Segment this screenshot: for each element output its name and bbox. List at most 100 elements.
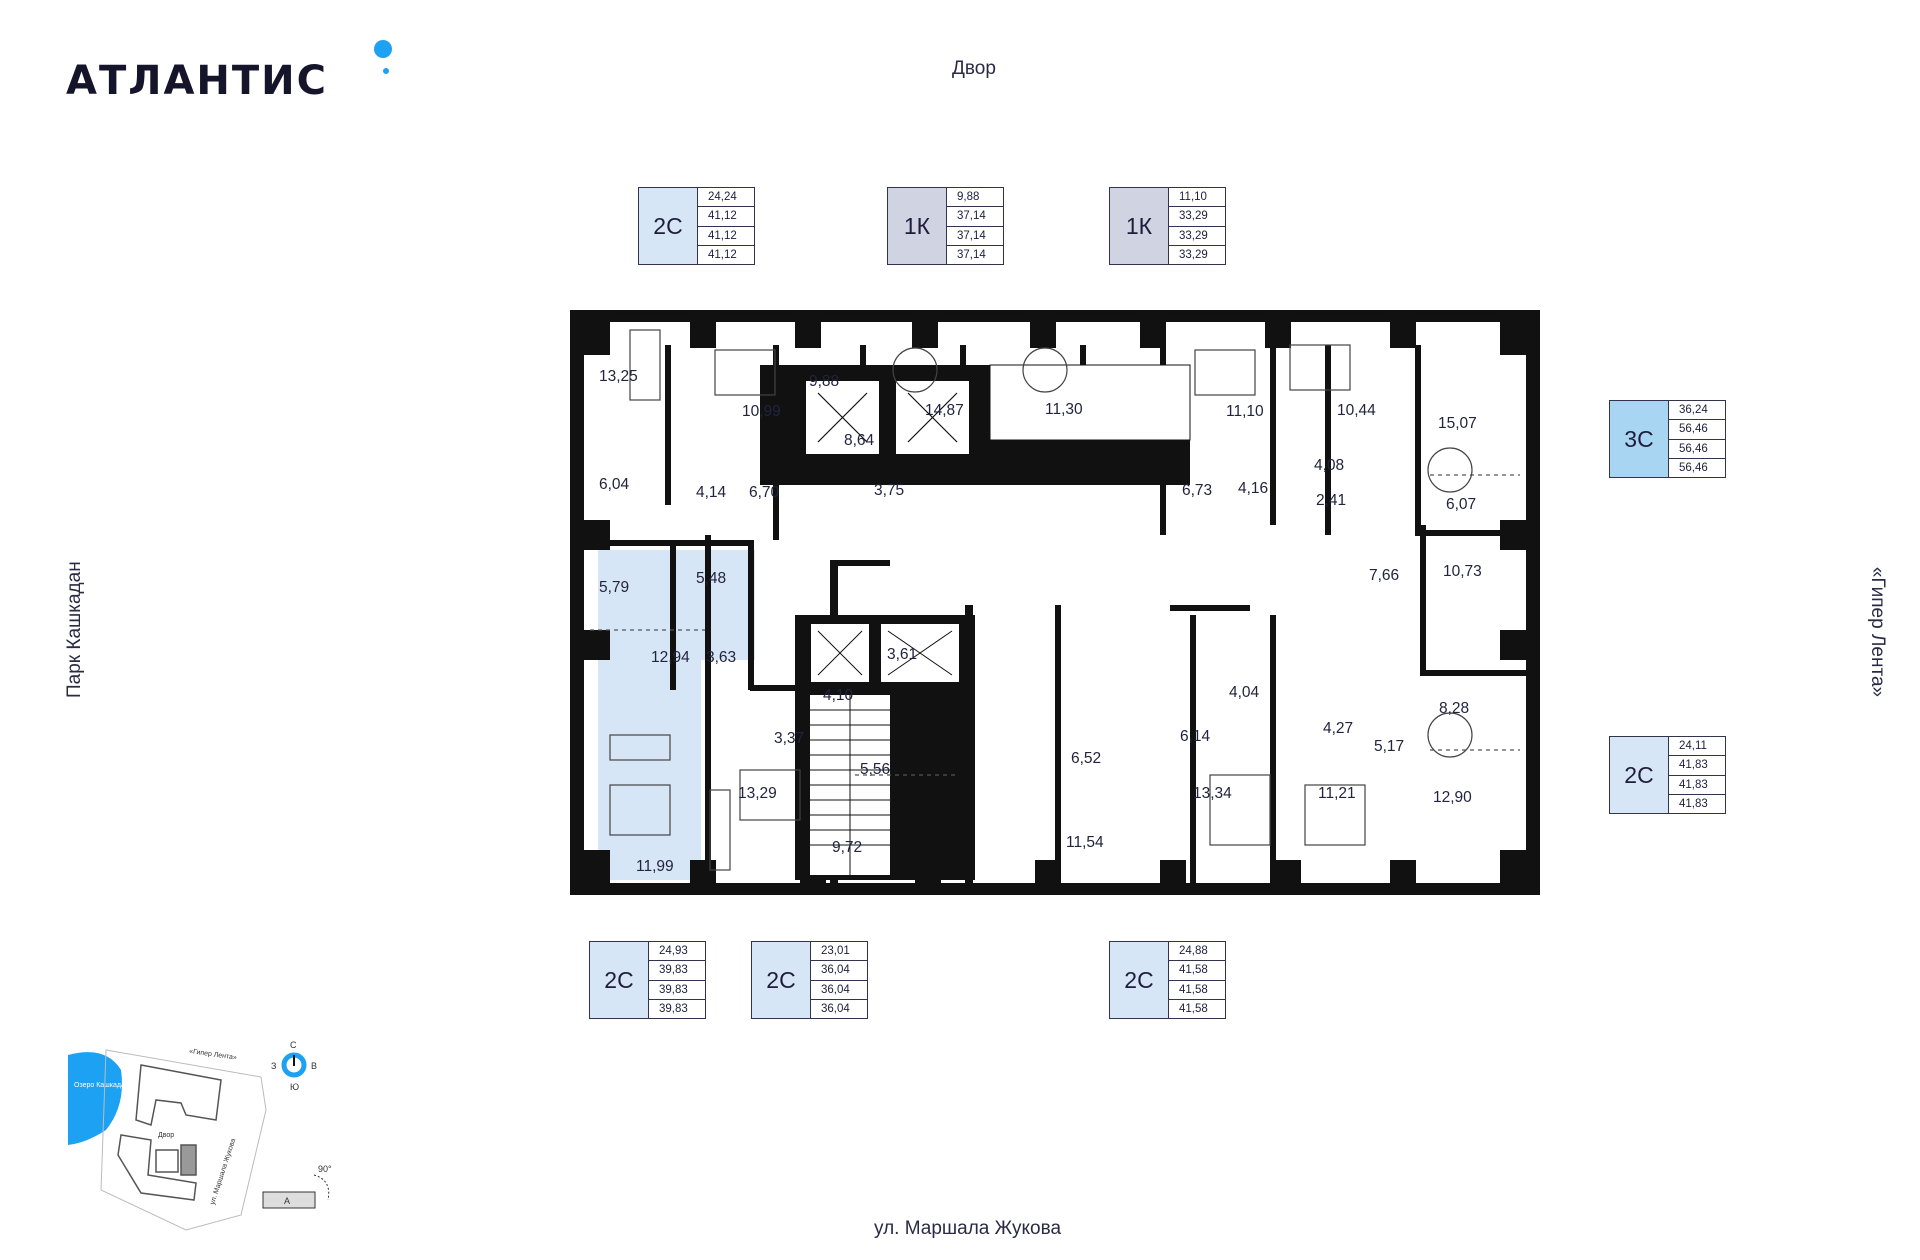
site-street-label: ул. Маршала Жукова <box>209 1138 237 1206</box>
legend-value: 24,93 <box>649 942 705 962</box>
room-area: 4,10 <box>823 687 854 704</box>
legend-value: 36,04 <box>811 961 867 981</box>
legend-value: 33,29 <box>1169 227 1225 246</box>
legend-3c[interactable]: 3С 36,24 56,46 56,46 56,46 <box>1609 400 1726 478</box>
room-area: 4,16 <box>1238 480 1268 497</box>
legend-value: 41,83 <box>1669 756 1725 776</box>
legend-value: 41,12 <box>698 227 754 246</box>
legend-2c-bottom-a[interactable]: 2С 24,93 39,83 39,83 39,83 <box>589 941 706 1019</box>
legend-code: 2С <box>639 188 698 264</box>
room-area: 3,63 <box>706 649 736 666</box>
legend-value: 41,83 <box>1679 797 1708 810</box>
zone-separators <box>590 474 1520 776</box>
compass-south: Ю <box>290 1082 299 1092</box>
room-area: 11,10 <box>1226 403 1264 420</box>
room-area: 8,28 <box>1439 700 1469 717</box>
legend-value: 41,83 <box>1669 776 1725 795</box>
legend-code: 2С <box>590 942 649 1018</box>
legend-value: 41,12 <box>708 248 737 261</box>
legend-2c-right[interactable]: 2С 24,11 41,83 41,83 41,83 <box>1609 736 1726 814</box>
legend-value: 39,83 <box>659 1002 688 1015</box>
room-area: 12,90 <box>1433 789 1472 806</box>
legend-1k-b[interactable]: 1К 11,10 33,29 33,29 33,29 <box>1109 187 1226 265</box>
room-area: 11,54 <box>1066 834 1104 851</box>
legend-value: 24,11 <box>1669 737 1725 757</box>
legend-value: 39,83 <box>649 961 705 981</box>
legend-value: 36,04 <box>821 1002 850 1015</box>
site-buildings <box>117 1064 222 1201</box>
legend-2c-bottom-b[interactable]: 2С 23,01 36,04 36,04 36,04 <box>751 941 868 1019</box>
room-area: 10,73 <box>1443 563 1482 580</box>
room-area: 5,17 <box>1374 738 1404 755</box>
room-area: 13,34 <box>1193 785 1232 802</box>
section-label: А <box>284 1196 290 1206</box>
room-area: 4,27 <box>1323 720 1353 737</box>
legend-1k-a[interactable]: 1К 9,88 37,14 37,14 37,14 <box>887 187 1004 265</box>
legend-value: 33,29 <box>1179 248 1208 261</box>
building-core <box>760 364 1191 880</box>
room-area: 3,61 <box>887 646 917 663</box>
legend-2c-bottom-c[interactable]: 2С 24,88 41,58 41,58 41,58 <box>1109 941 1226 1019</box>
rotation-label: 90° <box>318 1164 332 1174</box>
site-mall-label: «Гипер Лента» <box>189 1048 238 1062</box>
room-area: 9,72 <box>832 839 862 856</box>
furniture <box>609 329 1473 871</box>
room-area: 11,99 <box>636 858 674 875</box>
legend-value: 39,83 <box>649 981 705 1000</box>
room-area: 6,52 <box>1071 750 1101 767</box>
legend-value: 23,01 <box>811 942 867 962</box>
room-area: 3,37 <box>774 730 804 747</box>
room-area: 3,75 <box>874 482 904 499</box>
rotation-arrow-icon <box>313 1174 330 1201</box>
legend-code: 2С <box>752 942 811 1018</box>
section-box <box>262 1191 316 1209</box>
site-yard-label: Двор <box>158 1132 174 1139</box>
room-area: 13,25 <box>599 368 638 385</box>
floor-plan: 13,25 10,99 9,88 14,87 11,30 11,10 10,44… <box>570 310 1540 895</box>
legend-value: 36,04 <box>811 981 867 1000</box>
legend-value: 37,14 <box>947 227 1003 246</box>
room-area: 8,64 <box>844 432 875 449</box>
legend-value: 41,58 <box>1179 1002 1208 1015</box>
room-area: 10,44 <box>1337 402 1376 419</box>
room-area: 6,07 <box>1446 496 1476 513</box>
brand-logo: АТЛАНТИС <box>66 58 329 104</box>
room-area: 15,07 <box>1438 415 1477 432</box>
label-right: «Гипер Лента» <box>1867 566 1888 698</box>
legend-value: 9,88 <box>947 188 1003 208</box>
room-area: 2,41 <box>1316 492 1346 509</box>
room-area: 5,48 <box>696 570 726 587</box>
legend-code: 3С <box>1610 401 1669 477</box>
legend-value: 41,12 <box>698 207 754 227</box>
room-area: 6,04 <box>599 476 630 493</box>
site-lake-label: Озеро Кашкадан <box>74 1082 129 1089</box>
highlighted-apartment-bath <box>673 550 755 660</box>
room-area: 11,21 <box>1318 785 1356 802</box>
room-area: 9,88 <box>809 373 839 390</box>
legend-2c-top[interactable]: 2С 24,24 41,12 41,12 41,12 <box>638 187 755 265</box>
label-bottom: ул. Маршала Жукова <box>874 1218 1062 1239</box>
legend-value: 37,14 <box>957 248 986 261</box>
label-left: Парк Кашкадан <box>64 561 85 698</box>
outer-walls <box>570 310 1540 895</box>
room-area: 4,14 <box>696 484 727 501</box>
legend-value: 24,24 <box>698 188 754 208</box>
legend-value: 36,24 <box>1669 401 1725 421</box>
room-area: 6,14 <box>1180 728 1211 745</box>
room-area: 6,70 <box>749 484 780 501</box>
legend-value: 56,46 <box>1669 420 1725 440</box>
legend-value: 37,14 <box>947 207 1003 227</box>
legend-code: 1К <box>888 188 947 264</box>
compass-north: С <box>290 1040 297 1050</box>
legend-value: 56,46 <box>1679 461 1708 474</box>
compass-east: В <box>311 1061 317 1071</box>
room-area-labels: 13,25 10,99 9,88 14,87 11,30 11,10 10,44… <box>599 368 1482 875</box>
room-area: 5,79 <box>599 579 629 596</box>
compass-west: З <box>271 1061 276 1071</box>
legend-code: 2С <box>1110 942 1169 1018</box>
legend-code: 2С <box>1610 737 1669 813</box>
room-area: 4,08 <box>1314 457 1344 474</box>
room-area: 10,99 <box>742 403 781 420</box>
room-area: 11,30 <box>1045 401 1083 418</box>
logo-dot-icon <box>374 40 392 58</box>
